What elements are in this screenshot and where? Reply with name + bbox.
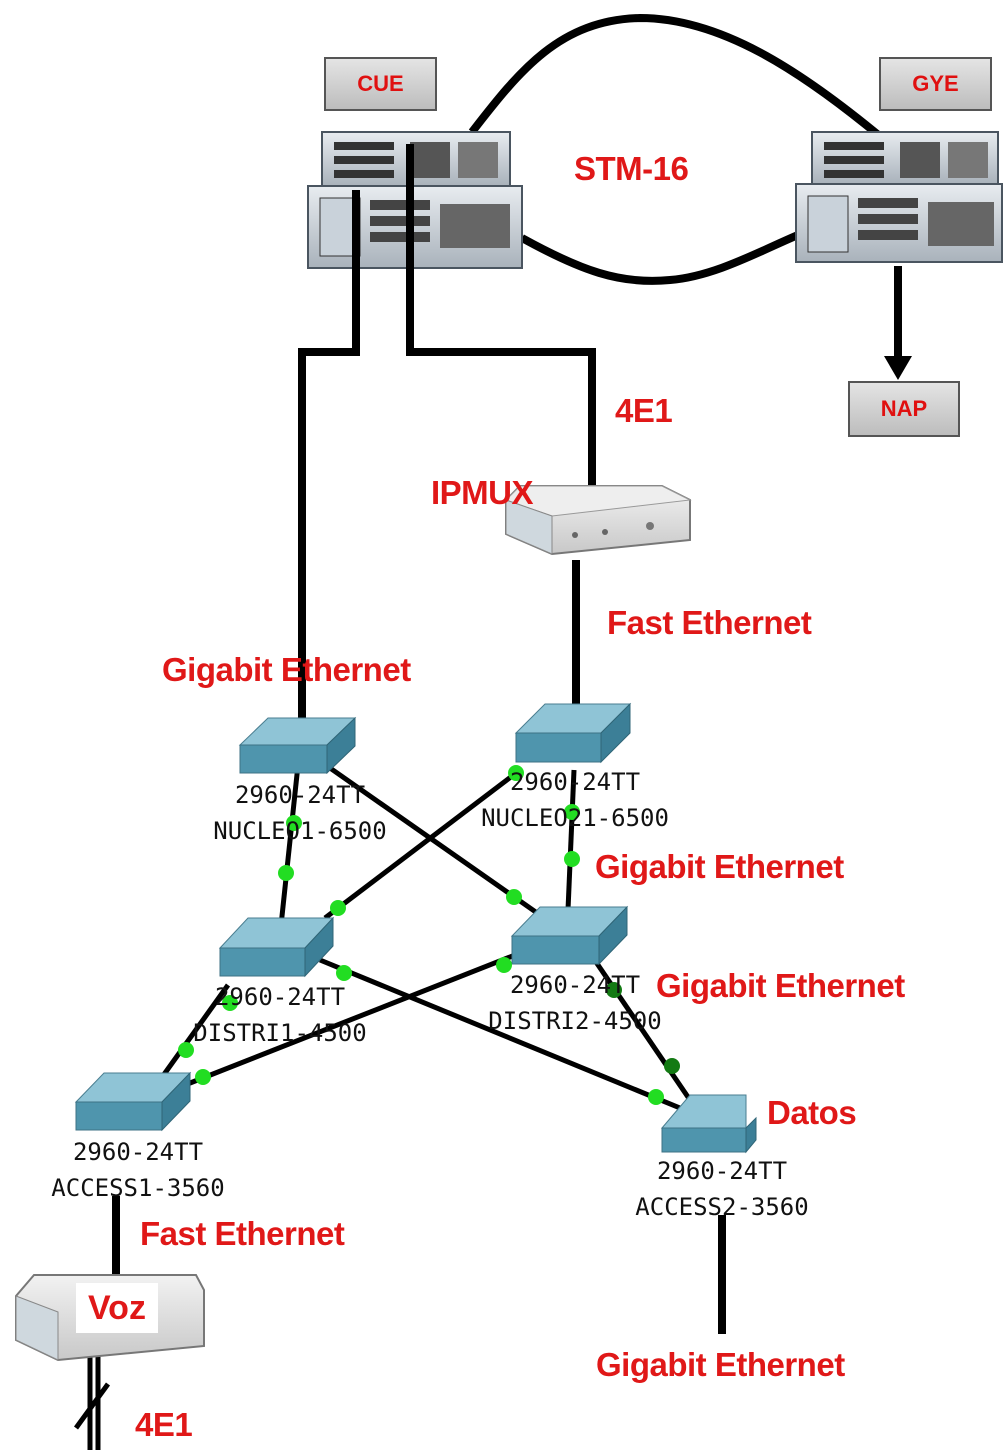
switch-name: NUCLEO21-6500	[481, 804, 669, 832]
port-dot	[278, 865, 294, 881]
arrow-down-icon	[884, 356, 912, 380]
site-label-cue: CUE	[324, 57, 437, 111]
gigabit-ethernet-label-left: Gigabit Ethernet	[162, 651, 411, 688]
site-label-nap: NAP	[848, 381, 960, 437]
switch-name: NUCLEO1-6500	[213, 817, 387, 845]
fast-ethernet-label-bottom: Fast Ethernet	[140, 1215, 345, 1252]
switch-access2[interactable]	[660, 1094, 757, 1154]
cue-nucleo1-link	[298, 190, 360, 725]
switch-model: 2960-24TT	[72, 1138, 204, 1166]
port-dot	[506, 889, 522, 905]
link-nucleo2-distri2	[565, 769, 577, 911]
switch-model: 2960-24TT	[214, 983, 346, 1011]
switch-label-nucleo1: 2960-24TT NUCLEO1-6500	[180, 777, 420, 849]
cue-sdh-equipment	[307, 131, 523, 269]
voz-e1-slash	[73, 1382, 111, 1430]
switch-label-access2: 2960-24TT ACCESS2-3560	[602, 1153, 842, 1225]
port-status-dots	[178, 765, 680, 1105]
cue-ipmux-link	[406, 144, 596, 490]
stm16-ring-top	[468, 13, 885, 142]
link-nucleo1-distri2	[328, 765, 542, 918]
site-label-gye: GYE	[879, 57, 992, 111]
stm16-ring-bottom	[520, 224, 817, 285]
e1-label-top: 4E1	[615, 392, 673, 429]
switch-access1[interactable]	[74, 1071, 192, 1132]
port-dot	[195, 1069, 211, 1085]
link-nucleo2-distri1	[323, 768, 522, 920]
datos-label: Datos	[767, 1094, 857, 1131]
switch-distri1[interactable]	[218, 916, 335, 978]
switch-name: DISTRI1-4500	[193, 1019, 367, 1047]
switch-nucleo1[interactable]	[238, 716, 357, 775]
port-dot	[564, 804, 580, 820]
switch-label-distri1: 2960-24TT DISTRI1-4500	[160, 979, 400, 1051]
ipmux-device	[505, 485, 692, 556]
ipmux-label: IPMUX	[431, 474, 534, 511]
switch-model: 2960-24TT	[509, 971, 641, 999]
port-dot	[336, 965, 352, 981]
port-dot	[496, 957, 512, 973]
switch-name: ACCESS2-3560	[635, 1193, 809, 1221]
link-distri1-access1	[157, 983, 231, 1082]
switch-label-distri2: 2960-24TT DISTRI2-4500	[455, 967, 695, 1039]
gigabit-ethernet-label-distri2: Gigabit Ethernet	[656, 967, 905, 1004]
port-dot	[286, 815, 302, 831]
port-dot	[648, 1089, 664, 1105]
port-dot	[222, 995, 238, 1011]
link-distri2-access1	[184, 952, 516, 1088]
port-dot	[330, 900, 346, 916]
fast-ethernet-label-top: Fast Ethernet	[607, 604, 812, 641]
port-dot	[664, 1058, 680, 1074]
port-dot	[508, 765, 524, 781]
e1-label-bottom: 4E1	[135, 1406, 193, 1443]
switch-model: 2960-24TT	[234, 781, 366, 809]
port-dot	[178, 1042, 194, 1058]
voz-label: Voz	[76, 1283, 158, 1333]
switch-name: DISTRI2-4500	[488, 1007, 662, 1035]
port-dot	[606, 982, 622, 998]
port-dot	[564, 851, 580, 867]
switch-label-nucleo2: 2960-24TT NUCLEO21-6500	[455, 764, 695, 836]
switch-model: 2960-24TT	[509, 768, 641, 796]
switch-nucleo2[interactable]	[514, 702, 632, 764]
gigabit-ethernet-label-bottom: Gigabit Ethernet	[596, 1346, 845, 1383]
gigabit-ethernet-label-nucleo2: Gigabit Ethernet	[595, 848, 844, 885]
switch-label-access1: 2960-24TT ACCESS1-3560	[18, 1134, 258, 1206]
link-nucleo1-distri1	[277, 764, 301, 936]
switch-name: ACCESS1-3560	[51, 1174, 225, 1202]
switch-model: 2960-24TT	[656, 1157, 788, 1185]
gye-sdh-equipment	[795, 131, 1003, 263]
link-distri1-access2	[319, 957, 681, 1111]
switch-distri2[interactable]	[510, 905, 629, 966]
stm16-label: STM-16	[574, 150, 689, 187]
